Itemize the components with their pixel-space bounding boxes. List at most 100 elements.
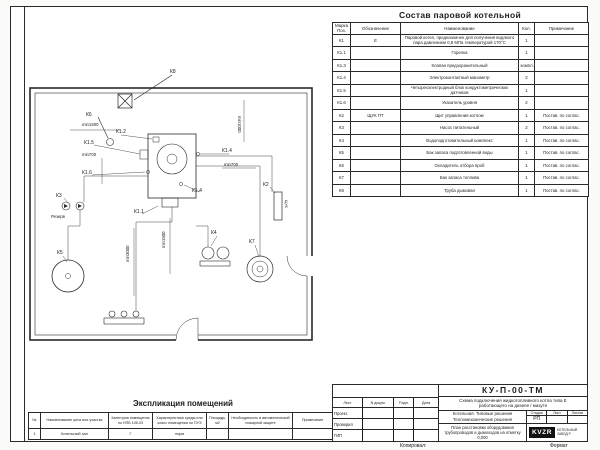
- equip-note: Постав. по соглас.: [534, 171, 589, 185]
- signature-row: ГИП: [333, 430, 438, 441]
- equip-pos: К8: [332, 183, 351, 198]
- equip-note: Постав. по соглас.: [534, 183, 589, 198]
- equipment-row: К2 ЩУК ПТ Щит управления котлом 1 Постав…: [332, 108, 589, 123]
- equip-name: Паровой котел, предназначен для получени…: [400, 33, 519, 48]
- expl-category: Г: [108, 428, 153, 440]
- equip-pos: К2: [332, 108, 351, 123]
- equip-name: Щит управления котлом: [400, 108, 519, 123]
- equip-name: Бак запаса топлива: [400, 171, 519, 185]
- equip-header-pos: Марка Поз.: [332, 22, 351, 35]
- equip-qty: 2: [518, 96, 535, 110]
- sheet-margin-line: [24, 6, 25, 442]
- plan-label-k1-5: К1.5: [84, 140, 94, 146]
- plan-dim-min1500-b: min1500: [161, 231, 166, 248]
- expl-header-fire: Необходимость в автоматической пожарной …: [228, 412, 293, 429]
- plan-dim-min700-a: min700: [82, 152, 97, 157]
- format-label: Формат: [550, 443, 568, 449]
- chimney-symbol: [117, 74, 173, 109]
- plan-dim-min1500: min1500: [82, 122, 99, 127]
- equipment-header-row: Марка Поз. Обозначение Наименование Кол.…: [332, 22, 589, 35]
- equip-qty: 1: [518, 33, 535, 48]
- equip-designation: [350, 121, 401, 135]
- plan-label-k1-1: К1.1: [134, 209, 144, 215]
- date-cell: [414, 419, 438, 429]
- expl-area: [206, 428, 229, 440]
- equip-qty: 2: [518, 121, 535, 135]
- equip-note: Постав. по соглас.: [534, 146, 589, 160]
- equip-name: Горелка: [400, 46, 519, 60]
- equip-pos: К1.4: [332, 71, 351, 85]
- stage-value-row: РП: [527, 416, 587, 423]
- equip-note: [534, 71, 589, 85]
- drawing-title: План расстановки оборудования трубопрово…: [439, 423, 527, 441]
- role-checker: Проверил: [333, 419, 363, 429]
- expl-header-category: Категория помещения по НПБ 105-03: [108, 412, 153, 429]
- equip-designation: Е: [350, 33, 401, 48]
- boiler-symbol: [139, 133, 200, 208]
- expl-header-note: Примечание: [292, 412, 333, 429]
- equip-note: Постав. по соглас.: [534, 158, 589, 173]
- expl-header-env: Характеристика среды или класс помещения…: [152, 412, 207, 429]
- expl-header-num: №: [28, 412, 41, 429]
- equip-note: [534, 46, 589, 60]
- equip-pos: К4: [332, 133, 351, 148]
- floor-plan: К8 К6 min1500 К1.2 К1.5 min700 К1.6 min1…: [29, 69, 314, 342]
- name-cell: [363, 419, 395, 429]
- name-cell: [363, 430, 395, 441]
- stage-value: РП: [527, 416, 548, 423]
- sheet-value: [547, 416, 568, 423]
- expl-note: [292, 428, 333, 440]
- col-signature: Подп.: [394, 398, 415, 407]
- plan-dim-min1000: min1000: [237, 116, 242, 133]
- equip-qty: компл.: [518, 58, 535, 73]
- company-name: КОТЕЛЬНЫЙ ЗАВОД Р: [557, 428, 578, 437]
- door-openings: [175, 255, 314, 342]
- fuel-tank-symbol: [246, 255, 274, 283]
- equip-designation: [350, 158, 401, 173]
- equip-designation: ЩУК ПТ: [350, 108, 401, 123]
- sign-cell: [394, 408, 415, 418]
- title-block-signatures: Лист N докум. Подп. Дата Проект. Провери…: [333, 385, 439, 441]
- explication-header-row: № Наименование цеха или участка Категори…: [28, 412, 333, 429]
- sheet-label: Лист: [547, 410, 568, 416]
- equip-pos: К5: [332, 146, 351, 160]
- equip-qty: 1: [518, 108, 535, 123]
- equip-note: Постав. по соглас.: [534, 121, 589, 135]
- equip-designation: [350, 133, 401, 148]
- sheets-label: Листов: [571, 410, 583, 415]
- col-doc-num: N докум.: [363, 398, 395, 407]
- stage-block: Стадия Лист Листов РП: [527, 410, 587, 423]
- equipment-row: К1 Е Паровой котел, предназначен для пол…: [332, 33, 589, 48]
- expl-header-name: Наименование цеха или участка: [40, 412, 109, 429]
- equipment-row: К3 Насос питательный 2 Постав. по соглас…: [332, 121, 589, 135]
- equip-name: Клапан предохранительный: [400, 58, 519, 73]
- dimension-lines: [70, 100, 256, 296]
- equip-pos: К7: [332, 171, 351, 185]
- equip-pos: К1.3: [332, 58, 351, 73]
- aux-pumps-symbol: [103, 310, 145, 325]
- equip-header-qty: Кол.: [518, 22, 535, 35]
- equipment-row: К1.1 Горелка 1: [332, 46, 589, 60]
- expl-num: 1: [28, 428, 41, 440]
- equip-header-designation: Обозначение: [350, 22, 401, 35]
- equip-qty: 1: [518, 171, 535, 185]
- sheets-value: [568, 416, 587, 422]
- plan-label-k2: К2: [263, 182, 269, 188]
- plan-label-k1-6: К1.6: [82, 170, 92, 176]
- equip-name: Труба дымовая: [400, 183, 519, 198]
- equip-designation: [350, 46, 401, 60]
- equip-qty: 1: [518, 158, 535, 173]
- equipment-row: К6 Охладитель отбора проб 1 Постав. по с…: [332, 158, 589, 173]
- explication-table: № Наименование цеха или участка Категори…: [28, 412, 333, 440]
- equip-name: Бак запаса подготовленной воды: [400, 146, 519, 160]
- plan-label-k6: К6: [86, 112, 92, 118]
- equip-qty: 1: [518, 133, 535, 148]
- expl-name: Котельный зал: [40, 428, 109, 440]
- equipment-table: Марка Поз. Обозначение Наименование Кол.…: [332, 22, 589, 198]
- plan-dim-min700-b: min700: [224, 162, 239, 167]
- water-tank-symbol: [51, 259, 85, 293]
- equipment-row: К1.5 Четырехэлектродный блок кондуктомет…: [332, 83, 589, 98]
- equip-note: Постав. по соглас.: [534, 108, 589, 123]
- equip-note: [534, 33, 589, 48]
- signature-row: Проверил: [333, 419, 438, 430]
